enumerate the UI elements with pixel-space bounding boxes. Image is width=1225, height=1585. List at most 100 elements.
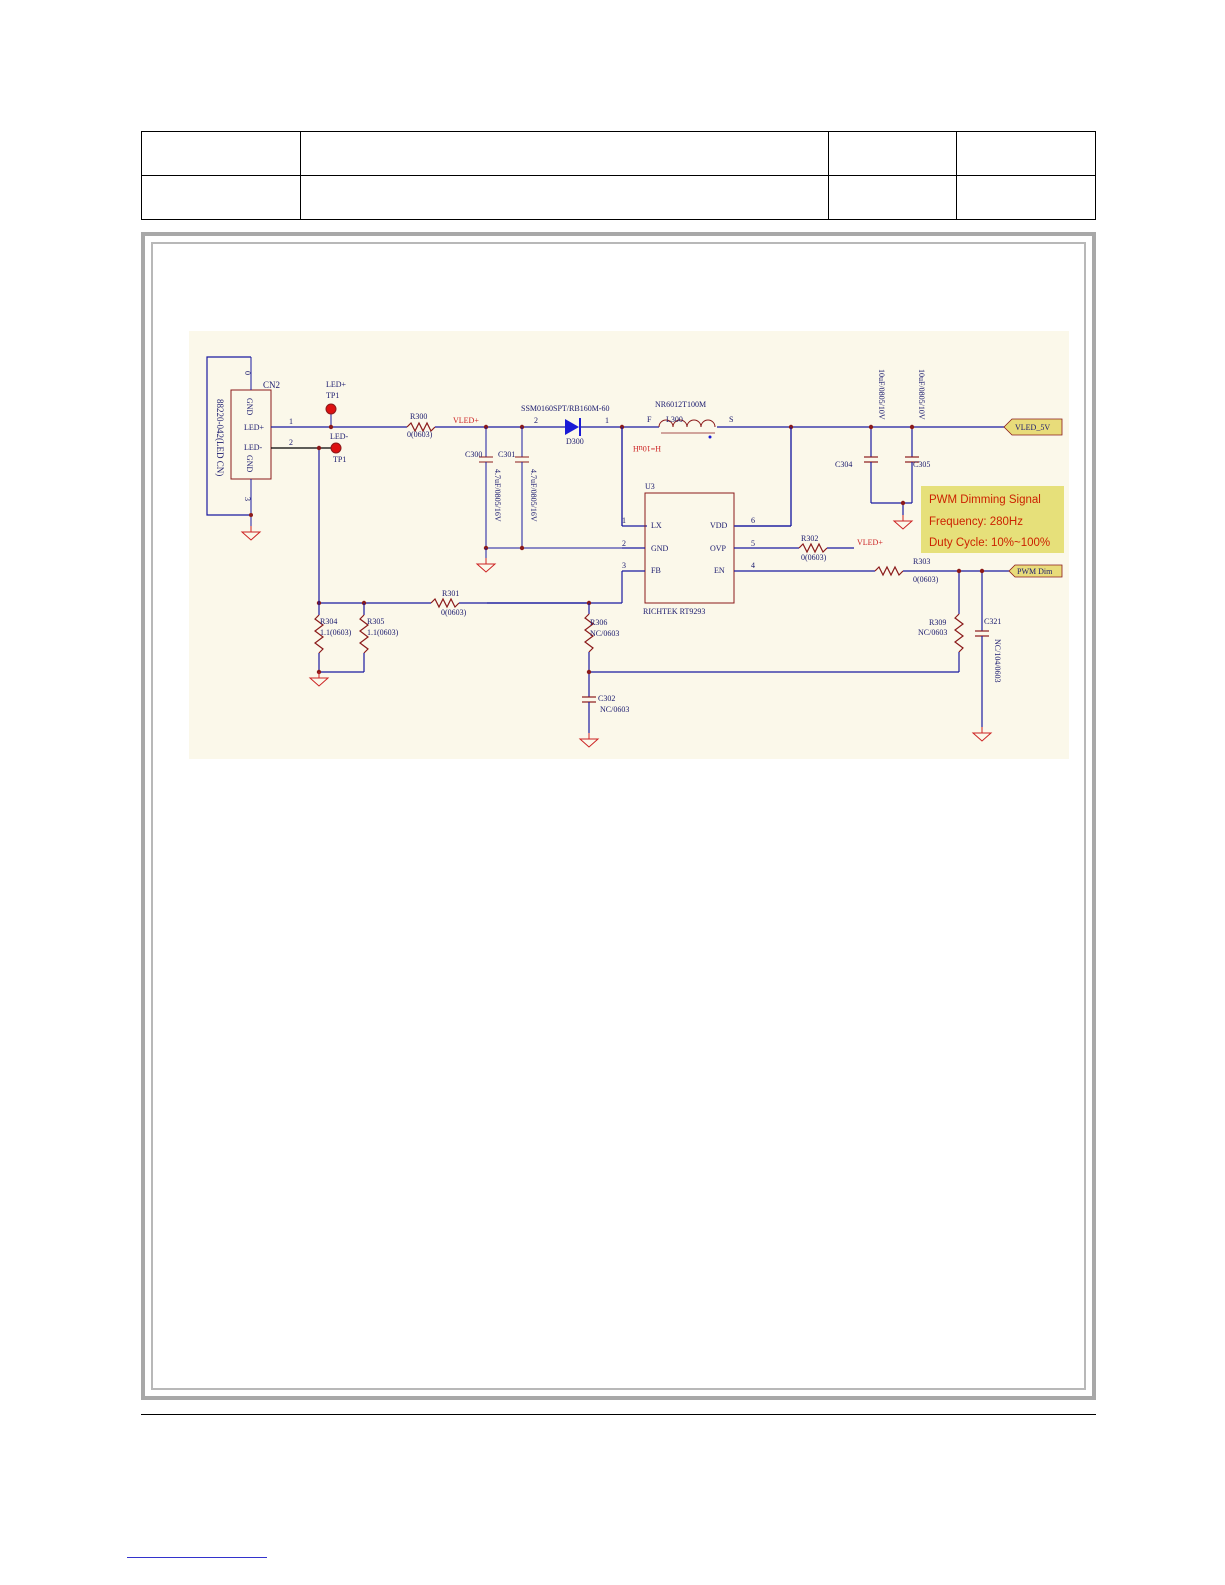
pin-number: 2	[622, 539, 626, 548]
pin-label: FB	[651, 566, 661, 575]
l300-note: H=10uH	[633, 444, 661, 453]
pin-number: 2	[289, 438, 293, 447]
inductor-l300: NR6012T100M L300 F S H=10uH	[633, 400, 734, 453]
r306-value: NC/0603	[590, 629, 619, 638]
header-cell	[828, 175, 957, 220]
note-line: PWM Dimming Signal	[929, 494, 1041, 506]
header-cell	[300, 175, 829, 220]
u3-part: RICHTEK RT9293	[643, 607, 705, 616]
l300-value: NR6012T100M	[655, 400, 706, 409]
pin-label: LED-	[244, 443, 263, 452]
connector-cn2: CN2 0 1 2 3 GND LED+ LED- GND 88220-042(…	[206, 356, 331, 541]
l300-ref: L300	[666, 415, 683, 424]
led-driver-schematic: CN2 0 1 2 3 GND LED+ LED- GND 88220-042(…	[189, 331, 1069, 759]
c302-value: NC/0603	[600, 705, 629, 714]
c321-value: NC/104/0603	[993, 639, 1002, 683]
r309-ref: R309	[929, 618, 946, 627]
r306-ref: R306	[590, 618, 607, 627]
c305-ref: C305	[913, 460, 930, 469]
pin-number: 1	[605, 416, 609, 425]
test-points: LED+ TP1 LED- TP1	[325, 380, 349, 464]
footer-link[interactable]	[127, 1557, 267, 1558]
pin-number: 3	[622, 561, 626, 570]
r305-value: 1.1(0603)	[367, 628, 399, 637]
pin-label: GND	[651, 544, 669, 553]
pin-label: F	[647, 415, 652, 424]
pin-number: 2	[534, 416, 538, 425]
u3-ref: U3	[645, 482, 655, 491]
footer-rule	[141, 1414, 1096, 1415]
header-cell	[141, 175, 301, 220]
pin-number: 1	[622, 516, 626, 525]
pin-label: GND	[245, 455, 254, 473]
c301-value: 4.7uF/0805/16V	[529, 469, 538, 522]
c300-value: 4.7uF/0805/16V	[493, 469, 502, 522]
pin-number: 0	[243, 371, 252, 375]
r301-ref: R301	[442, 589, 459, 598]
cn2-ref: CN2	[263, 380, 280, 390]
r304-ref: R304	[320, 617, 337, 626]
header-cell	[956, 175, 1096, 220]
pin-label: LED+	[244, 423, 265, 432]
d300-ref: D300	[566, 437, 584, 446]
pin-label: EN	[714, 566, 725, 575]
pin-label: OVP	[710, 544, 727, 553]
r306-c302-branch	[582, 603, 959, 733]
vled-5v-port: VLED_5V	[1003, 418, 1063, 436]
tp-minus-label: LED-	[330, 432, 349, 441]
c301-ref: C301	[498, 450, 515, 459]
c321-ref: C321	[984, 617, 1001, 626]
c304-value: 10uF/0805/10V	[877, 369, 886, 420]
cn2-value: 88220-042(LED CN)	[215, 399, 225, 476]
note-line: Frequency: 280Hz	[929, 516, 1023, 528]
pwm-note-box: PWM Dimming Signal Frequency: 280Hz Duty…	[921, 486, 1064, 553]
pin-label: GND	[245, 398, 254, 416]
r302-net: VLED+	[857, 538, 883, 547]
net-vled-label: VLED+	[453, 416, 479, 425]
pin-label: VDD	[710, 521, 728, 530]
header-cell	[300, 131, 829, 176]
ic-u3: U3 RICHTEK RT9293 LX GND FB VDD OVP EN 1…	[622, 482, 755, 616]
c305-value: 10uF/0805/10V	[917, 369, 926, 420]
vled-5v-label: VLED_5V	[1015, 423, 1050, 432]
pin-label: LX	[651, 521, 662, 530]
c302-ref: C302	[598, 694, 615, 703]
diode-d300: SSM0160SPT/RB160M-60 D300 2 1	[521, 404, 609, 446]
pin-number: 6	[751, 516, 755, 525]
pwm-port-label: PWM Dim	[1017, 567, 1053, 576]
r309-value: NC/0603	[918, 628, 947, 637]
r309-c321-branch	[954, 571, 989, 727]
caps-c300-c301: C300 C301 4.7uF/0805/16V 4.7uF/0805/16V	[465, 427, 622, 573]
r303-value: 0(0603)	[913, 575, 939, 584]
pin-number: 5	[751, 539, 755, 548]
d300-value: SSM0160SPT/RB160M-60	[521, 404, 609, 413]
pin-number: 3	[243, 497, 252, 501]
r302-value: 0(0603)	[801, 553, 827, 562]
header-row	[141, 175, 1096, 220]
header-cell	[956, 131, 1096, 176]
pin-label: S	[729, 415, 733, 424]
r300-value: 0(0603)	[407, 430, 433, 439]
pin-number: 1	[289, 417, 293, 426]
r304-value: 1.1(0603)	[320, 628, 352, 637]
header-cell	[828, 131, 957, 176]
c304-ref: C304	[835, 460, 852, 469]
header-cell	[141, 131, 301, 176]
header-row	[141, 131, 1096, 176]
pwm-dim-port: PWM Dim	[1008, 564, 1063, 578]
r300-ref: R300	[410, 412, 427, 421]
tp-plus-label: LED+	[326, 380, 347, 389]
tp-minus-ref: TP1	[333, 455, 346, 464]
pin-number: 4	[751, 561, 755, 570]
r302-ref: R302	[801, 534, 818, 543]
header-table	[141, 131, 1096, 220]
led-return	[314, 448, 369, 673]
r303-ref: R303	[913, 557, 930, 566]
note-line: Duty Cycle: 10%~100%	[929, 537, 1050, 549]
output-caps	[864, 427, 919, 515]
c300-ref: C300	[465, 450, 482, 459]
tp-plus-ref: TP1	[326, 391, 339, 400]
r301-value: 0(0603)	[441, 608, 467, 617]
r305-ref: R305	[367, 617, 384, 626]
ic-wiring	[319, 427, 1009, 609]
